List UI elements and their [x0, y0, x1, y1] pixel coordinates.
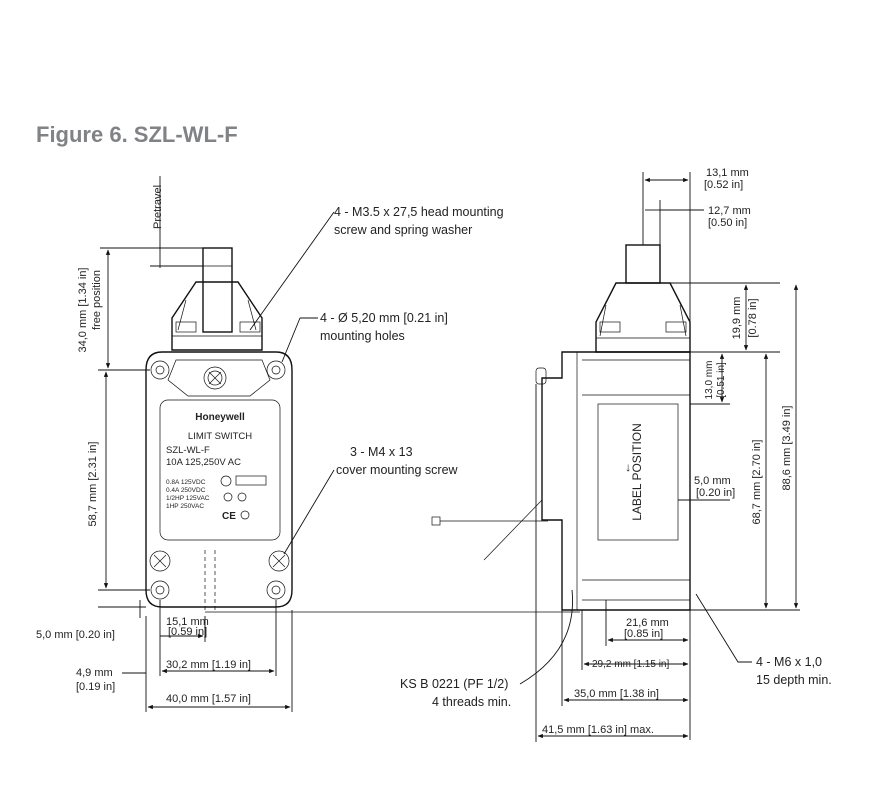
front-label-plate — [159, 399, 281, 541]
certification-marks-icon: CE — [220, 475, 267, 522]
side-head — [595, 282, 691, 353]
dim-5-0: 5,0 mm [0.20 in] — [36, 629, 115, 641]
dim-5-0-side-in: [0.20 in] — [696, 487, 735, 499]
note-cover-screw: 3 - M4 x 13 — [350, 445, 413, 459]
label-rating: 10A 125,250V AC — [166, 457, 241, 468]
mounting-hole-tl — [150, 360, 170, 380]
dim-88-6: 88,6 mm [3.49 in] — [781, 406, 793, 491]
note-cover-screw-2: cover mounting screw — [336, 463, 459, 477]
dim-13-1-in: [0.52 in] — [704, 179, 743, 191]
side-plunger — [625, 244, 661, 284]
figure-title: Figure 6. SZL-WL-F — [36, 122, 238, 147]
dim-13-1: 13,1 mm — [706, 167, 749, 179]
cover-screw-top — [203, 366, 227, 390]
pretravel-label: Pretravel — [152, 185, 164, 229]
label-position-text: LABEL POSITION — [630, 423, 644, 521]
dim-15-1: 15,1 mm — [166, 616, 209, 628]
dim-4-9-in: [0.19 in] — [76, 681, 115, 693]
front-head — [171, 281, 263, 351]
rating-line: 0.8A 125VDC — [166, 479, 206, 486]
rating-line: 0.4A 250VDC — [166, 487, 206, 494]
rating-line: 1/2HP 125VAC — [166, 495, 210, 502]
note-m6-2: 15 depth min. — [756, 673, 832, 687]
dim-5-0-side: 5,0 mm — [694, 475, 731, 487]
dim-41-5: 41,5 mm [1.63 in] max. — [542, 724, 654, 736]
side-view — [431, 244, 691, 611]
front-view — [145, 247, 580, 613]
dim-58-7: 58,7 mm [2.31 in] — [87, 442, 99, 527]
dim-40-0: 40,0 mm [1.57 in] — [166, 693, 251, 705]
dim-68-7: 68,7 mm [2.70 in] — [751, 440, 763, 525]
dim-19-9-in: [0.78 in] — [747, 298, 759, 337]
dim-21-6: 21,6 mm — [626, 617, 669, 629]
label-limit-switch: LIMIT SWITCH — [188, 431, 252, 442]
svg-text:CE: CE — [222, 511, 236, 522]
front-plunger — [202, 247, 233, 333]
dim-free-position-note: free position — [91, 270, 103, 330]
note-m6: 4 - M6 x 1,0 — [756, 655, 822, 669]
note-conduit-2: 4 threads min. — [432, 695, 511, 709]
dim-30-2: 30,2 mm [1.19 in] — [166, 659, 251, 671]
dim-12-7: 12,7 mm — [708, 205, 751, 217]
note-mount-holes-2: mounting holes — [320, 329, 405, 343]
label-model: SZL-WL-F — [166, 445, 210, 456]
note-conduit: KS B 0221 (PF 1/2) — [400, 677, 508, 691]
dim-35-0: 35,0 mm [1.38 in] — [574, 688, 659, 700]
note-head-screw: 4 - M3.5 x 27,5 head mounting — [334, 205, 504, 219]
dim-15-1-in: [0.59 in] — [168, 626, 207, 638]
dim-free-position: 34,0 mm [1.34 in] — [77, 268, 89, 353]
note-head-screw-2: screw and spring washer — [334, 223, 472, 237]
brand-logo-text: Honeywell — [195, 412, 245, 423]
arrow-left-icon: ← — [619, 462, 633, 474]
rating-line: 1HP 250VAC — [166, 503, 204, 510]
mounting-hole-bl — [150, 580, 170, 600]
mounting-hole-tr — [266, 360, 286, 380]
dim-4-9: 4,9 mm — [76, 667, 113, 679]
dim-13-0: 13,0 mm — [704, 361, 715, 400]
dim-21-6-in: [0.85 in] — [624, 628, 663, 640]
mounting-hole-br — [266, 580, 286, 600]
dim-12-7-in: [0.50 in] — [708, 217, 747, 229]
conduit-marker — [431, 516, 441, 526]
dim-13-0-in: [0.51 in] — [716, 362, 727, 398]
side-label-area — [597, 403, 679, 541]
cover-screw-bl — [149, 550, 171, 572]
side-body — [541, 351, 691, 611]
cover-screw-br — [268, 550, 290, 572]
note-mount-holes: 4 - Ø 5,20 mm [0.21 in] — [320, 311, 448, 325]
dim-19-9: 19,9 mm — [731, 297, 743, 340]
dim-29-2: 29,2 mm [1.15 in] — [592, 659, 669, 670]
